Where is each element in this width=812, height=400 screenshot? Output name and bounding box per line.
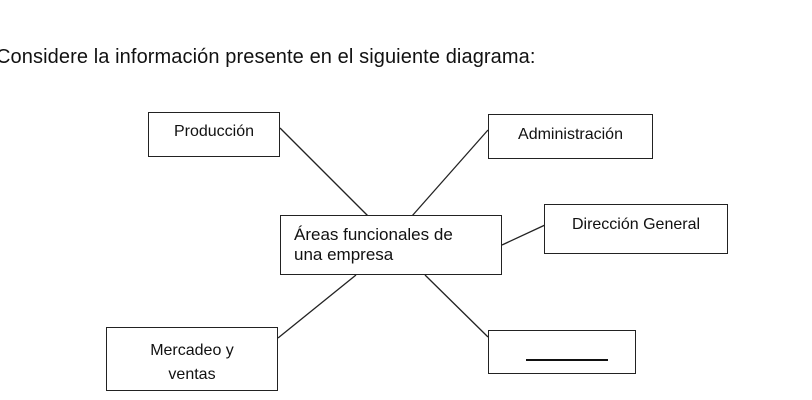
- node-produccion: Producción: [148, 112, 280, 157]
- node-mercadeo-label-line2: ventas: [168, 366, 216, 383]
- center-label-line1: Áreas funcionales de: [294, 225, 453, 244]
- connector-blank: [424, 274, 489, 338]
- node-direccion-general-label: Dirección General: [571, 216, 701, 233]
- node-blank: [488, 330, 636, 374]
- blank-answer-line: [526, 359, 608, 361]
- connector-mercadeo: [277, 274, 357, 339]
- connector-administracion: [411, 129, 489, 217]
- node-mercadeo-label-line1: Mercadeo y: [150, 342, 234, 359]
- intro-text: Considere la información presente en el …: [0, 46, 536, 68]
- node-mercadeo-ventas: Mercadeo y ventas: [106, 327, 278, 391]
- node-administracion: Administración: [488, 114, 653, 159]
- connector-direccion-general: [501, 224, 546, 246]
- center-label-line2: una empresa: [294, 245, 394, 264]
- node-direccion-general: Dirección General: [544, 204, 728, 254]
- connector-produccion: [279, 127, 369, 217]
- node-produccion-label: Producción: [173, 123, 255, 140]
- node-administracion-label: Administración: [518, 126, 623, 143]
- center-box: Áreas funcionales de una empresa: [280, 215, 502, 275]
